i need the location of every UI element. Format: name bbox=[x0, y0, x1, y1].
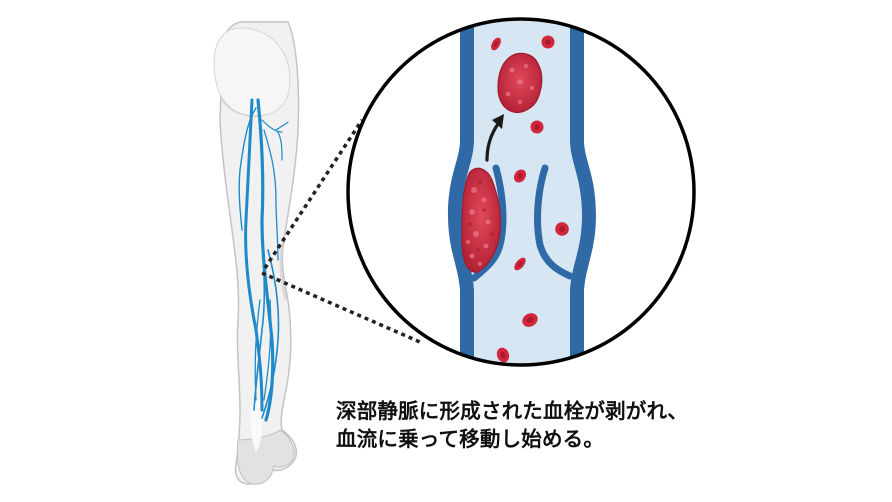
zoom-callout bbox=[346, 17, 696, 367]
figure-caption: 深部静脈に形成された血栓が剥がれ、 血流に乗って移動し始める。 bbox=[336, 397, 688, 453]
leg-illustration bbox=[213, 21, 300, 485]
rbc bbox=[513, 169, 527, 183]
rbc bbox=[530, 120, 544, 134]
caption-line-2: 血流に乗って移動し始める。 bbox=[336, 427, 605, 451]
rbc bbox=[522, 313, 538, 327]
connector-top bbox=[263, 119, 364, 269]
arrow-head-icon bbox=[492, 114, 504, 129]
callout-border bbox=[346, 17, 696, 367]
red-blood-cells bbox=[491, 35, 569, 363]
caption-line-1: 深部静脈に形成された血栓が剥がれ、 bbox=[336, 399, 689, 423]
rbc bbox=[491, 37, 501, 51]
thrombus-attached bbox=[461, 167, 502, 273]
vein-lumen bbox=[462, 19, 582, 365]
gluteal-shading bbox=[213, 27, 291, 117]
rbc bbox=[541, 35, 555, 49]
valve-leaflet-left bbox=[470, 164, 507, 282]
heel bbox=[236, 429, 295, 485]
rbc bbox=[555, 222, 569, 236]
rbc bbox=[514, 257, 526, 271]
leg-silhouette bbox=[219, 21, 300, 485]
rbc bbox=[496, 347, 510, 363]
movement-arrow bbox=[485, 122, 500, 162]
valve-leaflet-right bbox=[534, 164, 574, 280]
callout-connector bbox=[261, 119, 421, 344]
